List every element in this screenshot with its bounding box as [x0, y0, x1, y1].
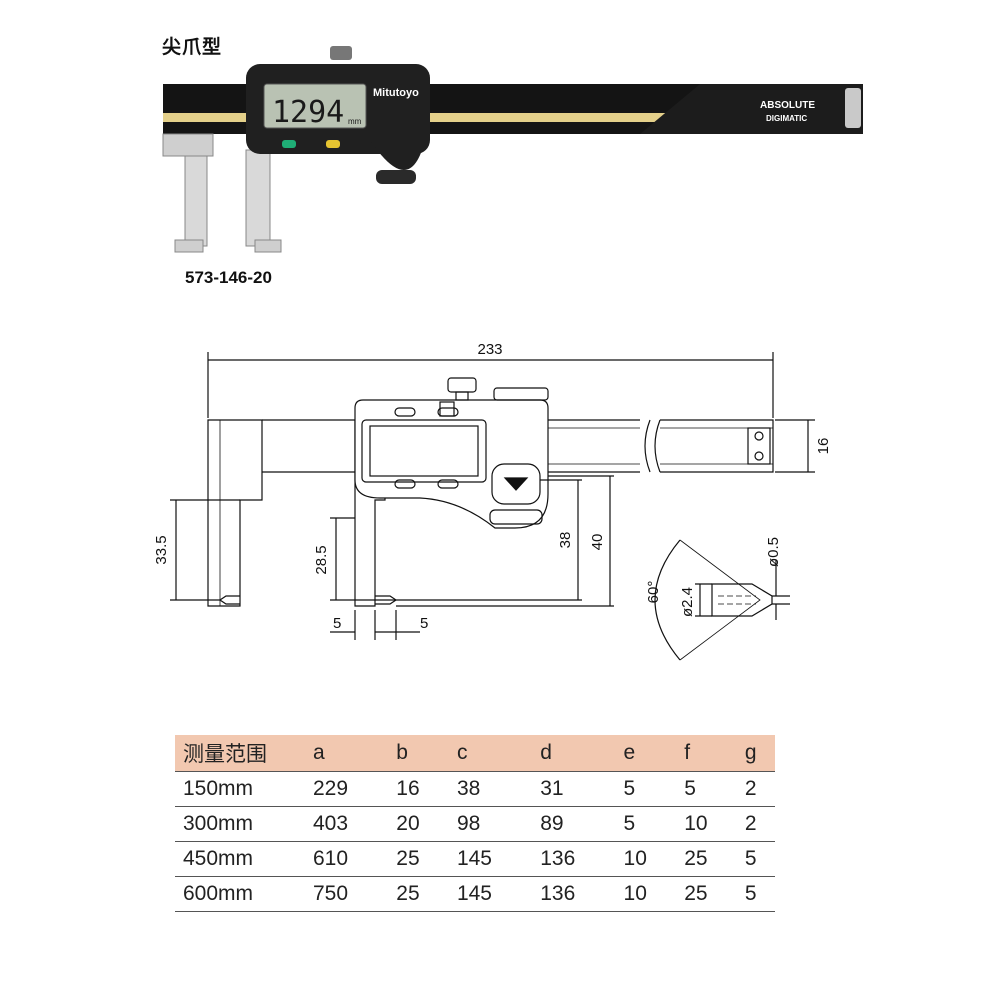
header-cell: e: [615, 735, 677, 772]
table-cell: 25: [676, 841, 737, 877]
tip-point-diameter: ø0.5: [765, 537, 782, 567]
dim-beam-height: 16: [815, 438, 832, 455]
table-cell: 98: [448, 806, 533, 842]
header-cell: d: [532, 735, 616, 772]
table-cell: 5: [736, 876, 775, 912]
absolute-logo: ABSOLUTE: [760, 100, 815, 111]
table-cell: 450mm: [175, 841, 305, 877]
table-cell: 136: [532, 841, 616, 877]
table-cell: 25: [388, 876, 449, 912]
lcd-reading: 1294: [272, 95, 344, 130]
dim-overall-length: 233: [477, 341, 502, 358]
table-cell: 5: [676, 771, 737, 807]
header-cell: b: [388, 735, 449, 772]
dimension-drawing: 233 16 33.5 28.5 38 40 5 5 60° ø2.4 ø0.5: [153, 341, 832, 661]
table-cell: 25: [388, 841, 449, 877]
table-cell: 136: [532, 876, 616, 912]
table-cell: 229: [305, 771, 389, 807]
table-cell: 25: [676, 876, 737, 912]
table-cell: 20: [388, 806, 449, 842]
model-number: 573-146-20: [185, 268, 272, 287]
header-cell: c: [448, 735, 533, 772]
spec-table: 测量范围 a b c d e f g 150mm 229 16 38 31 5 …: [175, 735, 775, 912]
table-cell: 5: [615, 771, 677, 807]
table-cell: 403: [305, 806, 389, 842]
table-cell: 750: [305, 876, 389, 912]
dim-5-left: 5: [333, 615, 341, 632]
dim-38: 38: [557, 532, 574, 549]
table-cell: 610: [305, 841, 389, 877]
table-cell: 2: [736, 806, 775, 842]
table-row: 450mm 610 25 145 136 10 25 5: [175, 841, 775, 877]
table-cell: 10: [676, 806, 737, 842]
dim-moving-jaw: 28.5: [313, 545, 330, 574]
table-cell: 145: [448, 841, 533, 877]
table-cell: 5: [615, 806, 677, 842]
table-row: 150mm 229 16 38 31 5 5 2: [175, 771, 775, 807]
table-cell: 145: [448, 876, 533, 912]
table-cell: 150mm: [175, 771, 305, 807]
table-cell: 38: [448, 771, 533, 807]
tip-angle: 60°: [645, 581, 662, 604]
table-row: 300mm 403 20 98 89 5 10 2: [175, 806, 775, 842]
digimatic-logo: DIGIMATIC: [766, 114, 807, 123]
table-cell: 89: [532, 806, 616, 842]
header-cell: g: [736, 735, 775, 772]
table-cell: 2: [736, 771, 775, 807]
dim-fixed-jaw: 33.5: [153, 535, 170, 564]
table-row: 600mm 750 25 145 136 10 25 5: [175, 876, 775, 912]
table-cell: 31: [532, 771, 616, 807]
table-cell: 300mm: [175, 806, 305, 842]
table-cell: 600mm: [175, 876, 305, 912]
dim-5-right: 5: [420, 615, 428, 632]
lcd-unit: mm: [348, 117, 362, 126]
brand-logo: Mitutoyo: [373, 87, 419, 99]
header-cell: f: [676, 735, 737, 772]
caliper-photo: ABSOLUTE DIGIMATIC 1294 mm Mitutoyo: [162, 46, 863, 253]
table-cell: 10: [615, 876, 677, 912]
header-cell: a: [305, 735, 389, 772]
table-cell: 5: [736, 841, 775, 877]
product-type-title: 尖爪型: [162, 36, 223, 58]
dim-40: 40: [589, 534, 606, 551]
header-cell: 测量范围: [175, 735, 305, 772]
table-cell: 16: [388, 771, 449, 807]
tip-diameter: ø2.4: [679, 587, 696, 617]
table-cell: 10: [615, 841, 677, 877]
spec-table-header: 测量范围 a b c d e f g: [175, 735, 775, 772]
